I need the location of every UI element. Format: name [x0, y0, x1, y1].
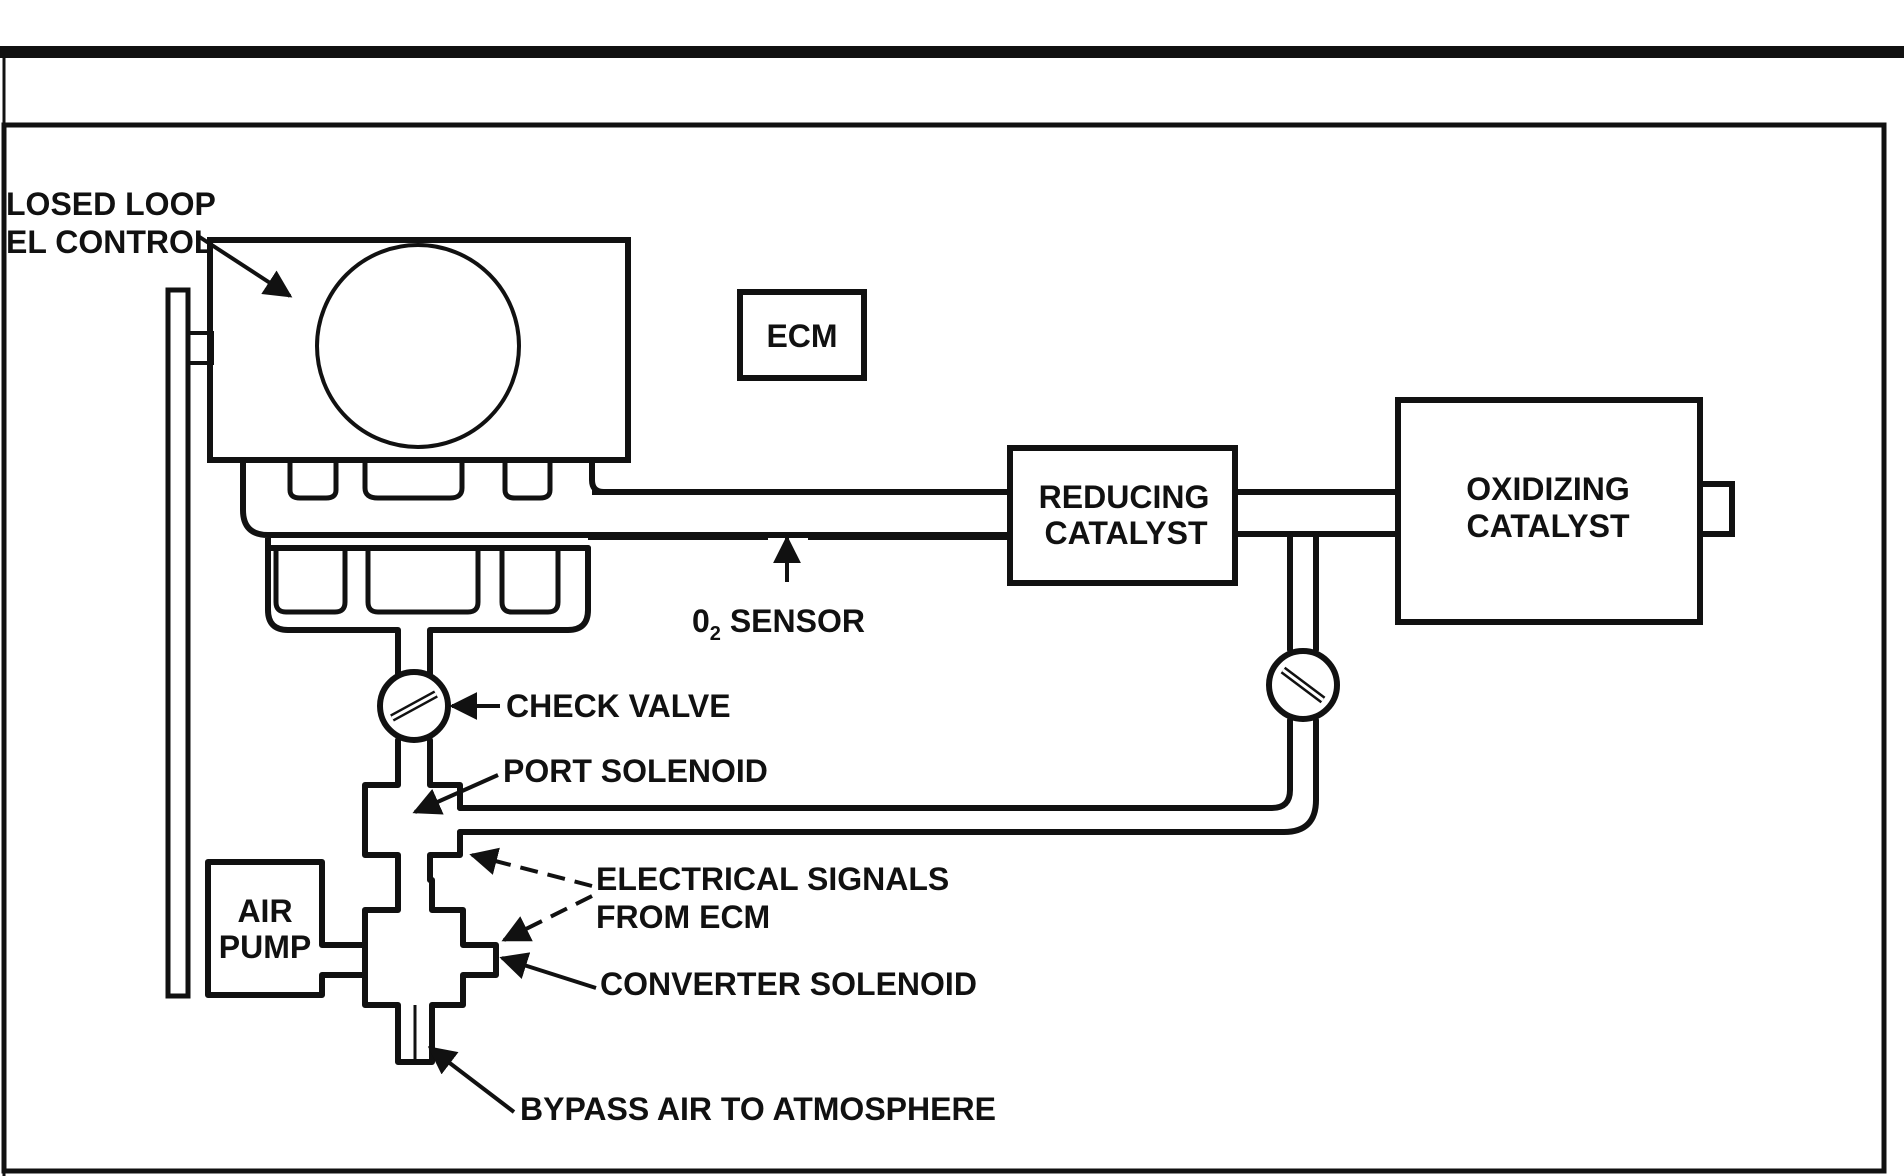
electrical-signals-label-1: ELECTRICAL SIGNALS — [596, 861, 949, 897]
tailpipe-stub — [1697, 481, 1735, 537]
reducing-catalyst-label-1: REDUCING — [1039, 479, 1210, 515]
air-pump-body — [205, 859, 368, 998]
air-pump-label-1: AIR — [237, 893, 292, 929]
oxidizing-catalyst-label-1: OXIDIZING — [1466, 471, 1630, 507]
closed-loop-label-1: LOSED LOOP — [6, 186, 216, 222]
oxidizing-catalyst-label-2: CATALYST — [1467, 508, 1630, 544]
engine-block — [207, 237, 631, 463]
port-solenoid-label: PORT SOLENOID — [503, 753, 768, 789]
check-valve-label: CHECK VALVE — [506, 688, 731, 724]
closed-loop-label-2: EL CONTROL — [6, 224, 213, 260]
reducing-catalyst-box — [1007, 445, 1238, 586]
electrical-signal-dash-1 — [469, 847, 593, 888]
bypass-pointer — [427, 1046, 516, 1114]
port-solenoid-pointer — [412, 773, 499, 815]
pump-bracket — [165, 287, 191, 999]
converter-check-valve-slot-inner — [1282, 668, 1324, 702]
electrical-signal-dash-2 — [501, 894, 593, 942]
port-check-valve-slot-inner — [391, 692, 437, 720]
ecm-label: ECM — [766, 318, 837, 354]
bypass-label: BYPASS AIR TO ATMOSPHERE — [520, 1091, 996, 1127]
upper-ports — [287, 457, 553, 501]
o2-sensor-label: 02 SENSOR — [692, 603, 865, 645]
lower-ports — [273, 545, 561, 615]
ecm-box — [737, 289, 867, 381]
diagram-frame — [1, 122, 1887, 1174]
closed-loop-pointer — [196, 234, 293, 298]
converter-air-pipe — [457, 531, 1319, 835]
converter-solenoid-label: CONVERTER SOLENOID — [600, 966, 977, 1002]
solenoid-stack — [362, 737, 499, 1065]
converter-solenoid-pointer — [499, 952, 597, 990]
manifold-lower — [427, 545, 591, 683]
air-cleaner-circle — [315, 243, 521, 449]
air-pump-label-2: PUMP — [219, 929, 311, 965]
electrical-signals-label-2: FROM ECM — [596, 899, 770, 935]
reducing-catalyst-label-2: CATALYST — [1045, 515, 1208, 551]
